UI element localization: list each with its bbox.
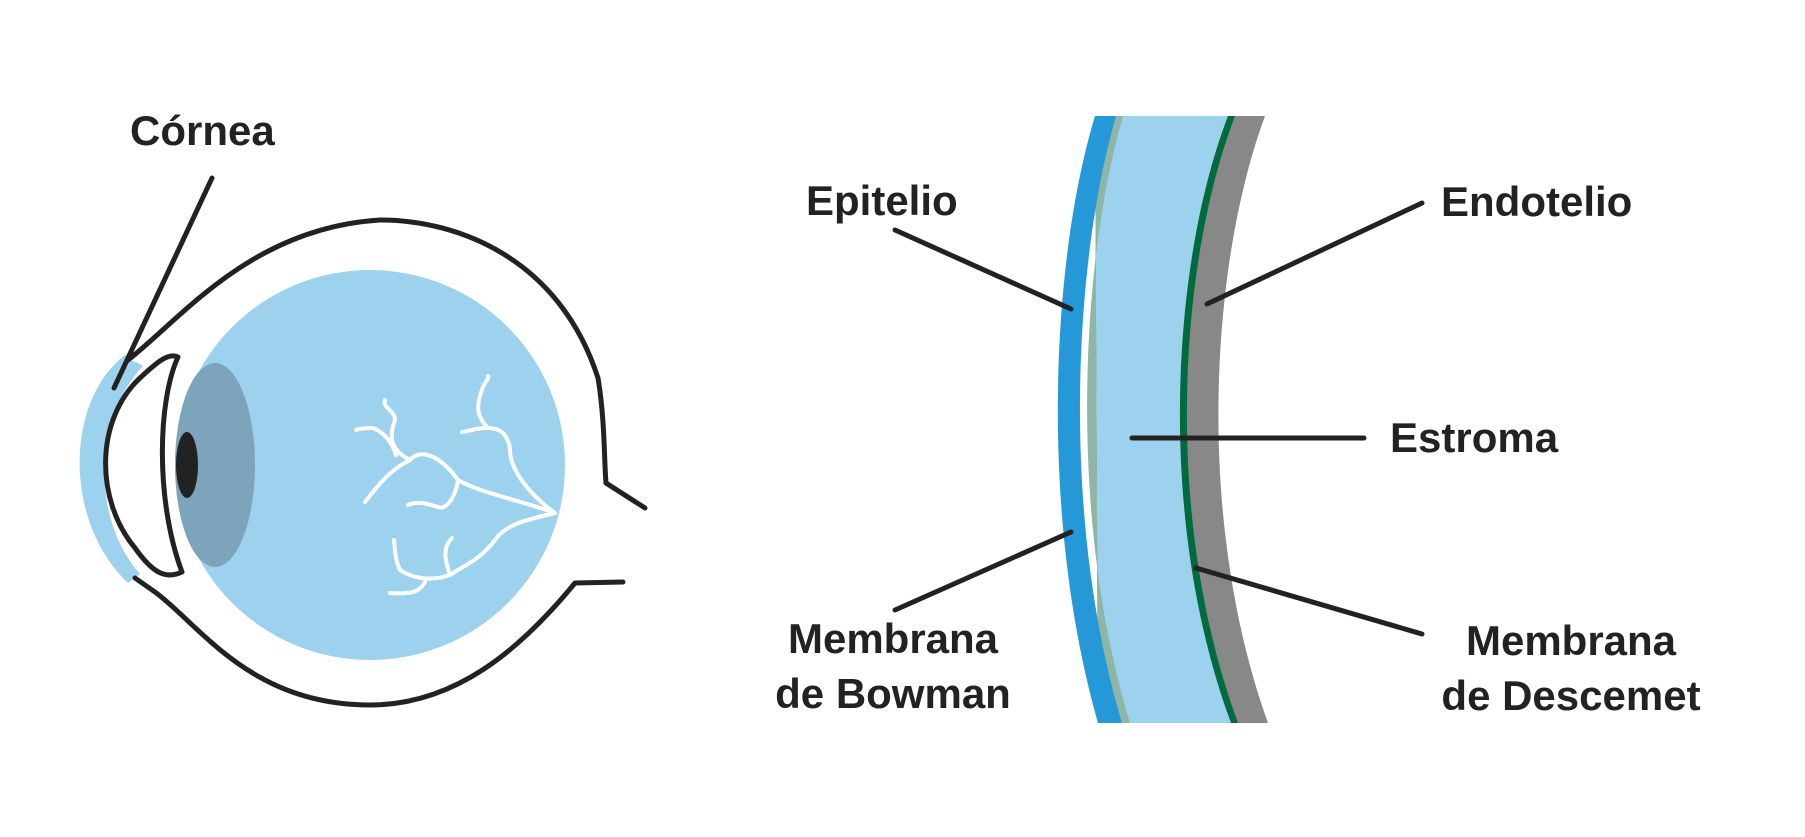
epitelio-leader-line [892,227,1074,312]
descemet-label-line2: de Descemet [1441,672,1700,719]
stroma-layer [1095,116,1231,723]
bowman-label-line2: de Bowman [775,670,1011,717]
epitelio-label: Epitelio [806,177,958,224]
lens [103,353,185,578]
iris [175,363,255,567]
pupil [176,432,198,498]
epithelium-layer [1057,116,1122,723]
estroma-label: Estroma [1390,414,1559,461]
descemet-label-line1: Membrana [1466,617,1677,664]
bowman-layer [1087,116,1130,723]
bowman-label-line1: Membrana [788,615,999,662]
cornea-shape [79,355,143,583]
cornea-label: Córnea [130,107,275,154]
bowman-leader-line [892,529,1074,613]
corneal-layers [892,116,1425,723]
endotelio-leader-line [1204,200,1425,307]
cornea-leader-line [111,175,215,391]
retinal-vessels [354,374,557,596]
eye-illustration [79,175,648,708]
descemet-leader-line [1193,565,1425,637]
endotelio-label: Endotelio [1441,178,1632,225]
